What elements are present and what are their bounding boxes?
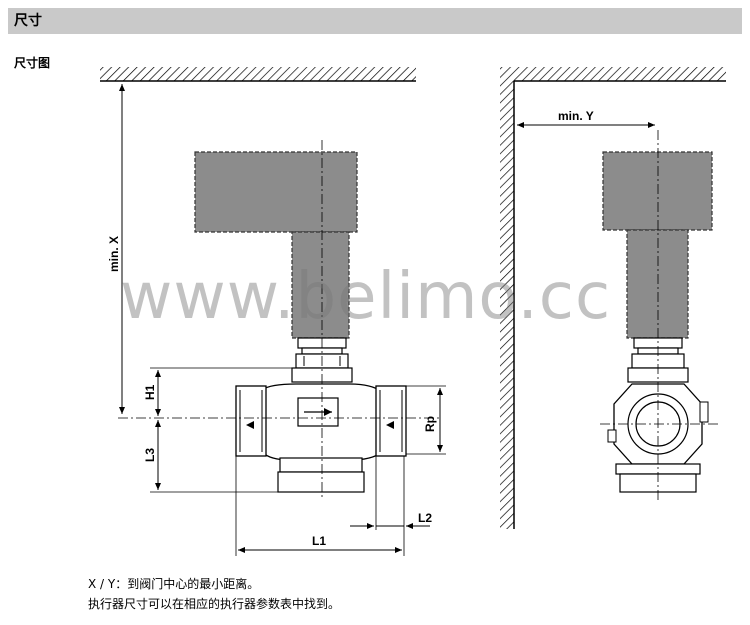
section-subtitle: 尺寸图 bbox=[14, 56, 51, 70]
actuator-neck bbox=[291, 231, 350, 339]
min-x-label: min. X bbox=[107, 236, 121, 272]
h1-label: H1 bbox=[143, 384, 157, 400]
ceiling-hatch-right bbox=[500, 67, 726, 81]
right-port bbox=[375, 385, 407, 457]
ceiling-hatch bbox=[100, 67, 416, 81]
wall-hatch bbox=[500, 81, 514, 529]
left-port bbox=[235, 385, 267, 457]
actuator-body bbox=[194, 151, 358, 233]
actuator-neck-side bbox=[626, 229, 689, 339]
min-y-label: min. Y bbox=[558, 109, 594, 123]
l1-label: L1 bbox=[312, 534, 326, 548]
note-line: 执行器尺寸可以在相应的执行器参数表中找到。 bbox=[88, 597, 341, 611]
page-title: 尺寸 bbox=[14, 13, 42, 29]
header-bar bbox=[8, 8, 742, 34]
l2-label: L2 bbox=[418, 511, 432, 525]
l3-label: L3 bbox=[143, 448, 157, 462]
front-view: min. X bbox=[100, 67, 446, 556]
rp-label: Rp bbox=[423, 416, 437, 432]
side-view: min. Y bbox=[500, 67, 726, 529]
actuator-body-side bbox=[602, 151, 713, 231]
note-line: X / Y：到阀门中心的最小距离。 bbox=[88, 577, 260, 591]
watermark: www.belimo.cc bbox=[120, 260, 612, 334]
notes: X / Y：到阀门中心的最小距离。 执行器尺寸可以在相应的执行器参数表中找到。 bbox=[88, 574, 340, 614]
bottom-plug bbox=[277, 471, 365, 493]
